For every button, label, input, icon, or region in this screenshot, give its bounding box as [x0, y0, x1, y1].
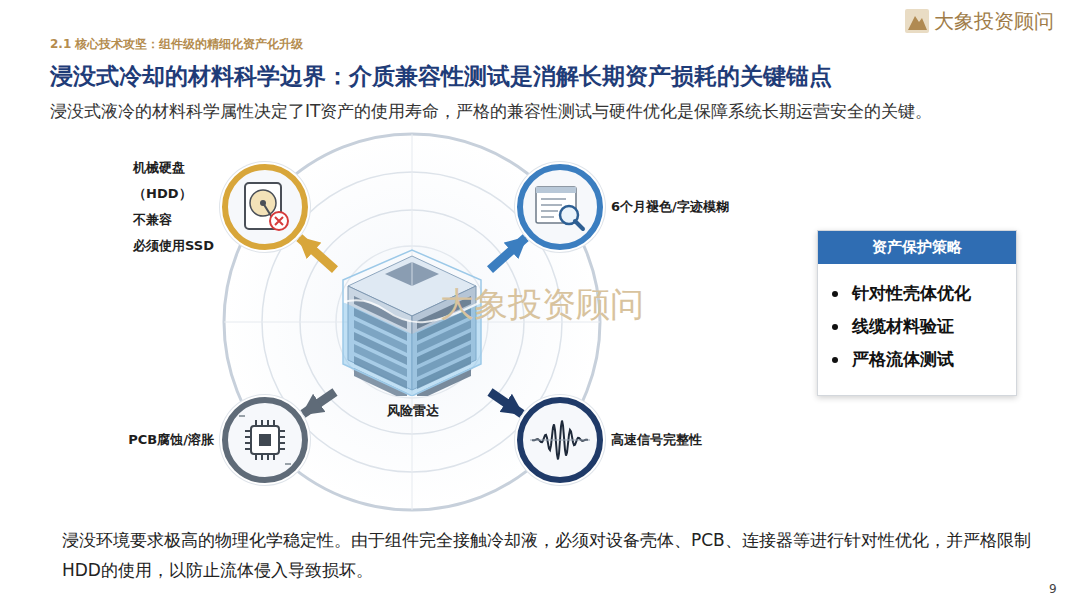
- risk-icon-circle: 机械硬盘（HDD） 不兼容 必须使用SSD: [222, 164, 308, 250]
- bullet-row: 线缆材料验证: [832, 315, 1006, 338]
- risk-label: PCB腐蚀/溶胀: [128, 427, 214, 453]
- risk-arrow: [299, 238, 335, 270]
- immersion-tank-illustration: [335, 246, 490, 396]
- hdd-icon: [228, 170, 302, 244]
- bullet-dot: [832, 357, 838, 363]
- risk-label: 高速信号完整性: [611, 427, 702, 453]
- strategy-item: 严格流体测试: [852, 348, 954, 371]
- pcb-icon: [228, 403, 302, 477]
- risk-arrow: [490, 392, 522, 414]
- subtitle: 浸没式液冷的材料科学属性决定了IT资产的使用寿命，严格的兼容性测试与硬件优化是保…: [50, 99, 1025, 125]
- server-cube: 风险雷达: [335, 246, 490, 432]
- page-number: 9: [1049, 582, 1057, 596]
- section-heading: 2.1 核心技术攻坚：组件级的精细化资产化升级: [50, 36, 303, 53]
- risk-icon-circle: 6个月褪色/字迹模糊: [517, 164, 603, 250]
- risk-arrow: [490, 238, 526, 270]
- center-label: 风险雷达: [335, 402, 490, 420]
- strategy-item: 线缆材料验证: [852, 315, 954, 338]
- strategy-panel: 资产保护策略针对性壳体优化线缆材料验证严格流体测试: [817, 230, 1017, 396]
- wave-icon: [523, 403, 597, 477]
- strategy-item: 针对性壳体优化: [852, 282, 971, 305]
- bullet-dot: [832, 291, 838, 297]
- panel-heading: 资产保护策略: [818, 231, 1016, 264]
- risk-icon-circle: 高速信号完整性: [517, 397, 603, 483]
- slide-title: 浸没式冷却的材料科学边界：介质兼容性测试是消解长期资产损耗的关键锚点: [50, 62, 1040, 92]
- logo-text: 大象投资顾问: [934, 8, 1054, 35]
- risk-arrow: [303, 392, 335, 414]
- bullet-dot: [832, 324, 838, 330]
- risk-label: 机械硬盘（HDD） 不兼容 必须使用SSD: [133, 155, 214, 259]
- panel-body: 针对性壳体优化线缆材料验证严格流体测试: [818, 264, 1016, 395]
- bullet-row: 严格流体测试: [832, 348, 1006, 371]
- doc-icon: [523, 170, 597, 244]
- risk-label: 6个月褪色/字迹模糊: [611, 194, 729, 220]
- logo-icon: [905, 9, 929, 33]
- risk-icon-circle: PCB腐蚀/溶胀: [222, 397, 308, 483]
- bullet-row: 针对性壳体优化: [832, 282, 1006, 305]
- caption: 浸没环境要求极高的物理化学稳定性。由于组件完全接触冷却液，必须对设备壳体、PCB…: [62, 526, 1037, 586]
